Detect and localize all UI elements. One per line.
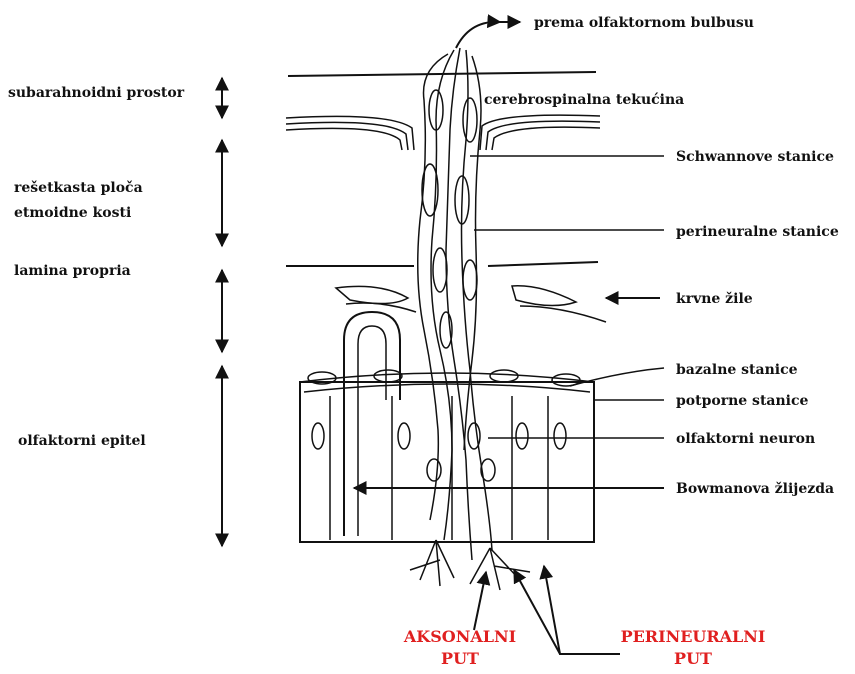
- epithelium-label: olfaktorni epitel: [18, 433, 146, 449]
- axonal-route-label-1: AKSONALNI: [403, 627, 516, 646]
- cribriform-lower-right: [488, 262, 598, 266]
- axonal-route-arrow: [474, 572, 486, 630]
- schwann-cell-6: [463, 260, 477, 300]
- bulb-label: prema olfaktornom bulbusu: [534, 15, 754, 31]
- neuron-label: olfaktorni neuron: [676, 431, 815, 447]
- supporting-label: potporne stanice: [676, 393, 808, 409]
- schwann-label: Schwannove stanice: [676, 149, 834, 165]
- neuron-soma-1: [427, 459, 441, 481]
- dura-left-3: [286, 128, 402, 150]
- csf-label: cerebrospinalna tekućina: [484, 92, 684, 108]
- dura-left-2: [286, 122, 408, 150]
- neuron-soma-2: [481, 459, 495, 481]
- basal-label: bazalne stanice: [676, 362, 798, 378]
- dura-right-1: [480, 115, 600, 150]
- schwann-cell-2: [463, 98, 477, 142]
- epithelium: [300, 312, 594, 590]
- perineural-route-label-1: PERINEURALNI: [621, 627, 766, 646]
- axonal-route-label-2: PUT: [441, 649, 479, 668]
- cribriform-label-line1: rešetkasta ploča: [14, 180, 143, 196]
- perineural-route-label-2: PUT: [674, 649, 712, 668]
- basal-cell-3: [490, 370, 518, 382]
- bowman-label: Bowmanova žlijezda: [676, 481, 834, 497]
- to-bulb-arrow-curve: [456, 22, 500, 48]
- cribriform-label-line2: etmoidne kosti: [14, 205, 131, 221]
- vessel-left-1: [336, 286, 408, 303]
- dura-right-2: [486, 121, 600, 150]
- perineural-route-arrow-a: [544, 566, 620, 654]
- support-nucleus-3: [468, 423, 480, 449]
- vessel-left-2: [346, 303, 416, 312]
- support-nucleus-1: [312, 423, 324, 449]
- schwann-cell-5: [433, 248, 447, 292]
- support-nucleus-5: [554, 423, 566, 449]
- blood-vessels: [336, 286, 606, 322]
- vessels-label: krvne žile: [676, 291, 753, 307]
- vessel-right-1: [512, 286, 576, 306]
- dura-left-1: [286, 116, 414, 150]
- support-nucleus-4: [516, 423, 528, 449]
- perineural-cells-label: perineuralne stanice: [676, 224, 839, 240]
- basal-cell-2: [374, 370, 402, 382]
- subarachnoid-label: subarahnoidni prostor: [8, 85, 185, 101]
- basal-pointer: [570, 368, 664, 386]
- dendrites-left: [410, 540, 454, 586]
- vessel-right-2: [520, 306, 606, 322]
- support-nucleus-2: [398, 423, 410, 449]
- axon-1: [418, 54, 448, 520]
- pointer-lines: [354, 156, 664, 488]
- lamina-label: lamina propria: [14, 263, 131, 279]
- dura-right-3: [492, 127, 600, 150]
- bowman-gland-inner: [358, 326, 386, 536]
